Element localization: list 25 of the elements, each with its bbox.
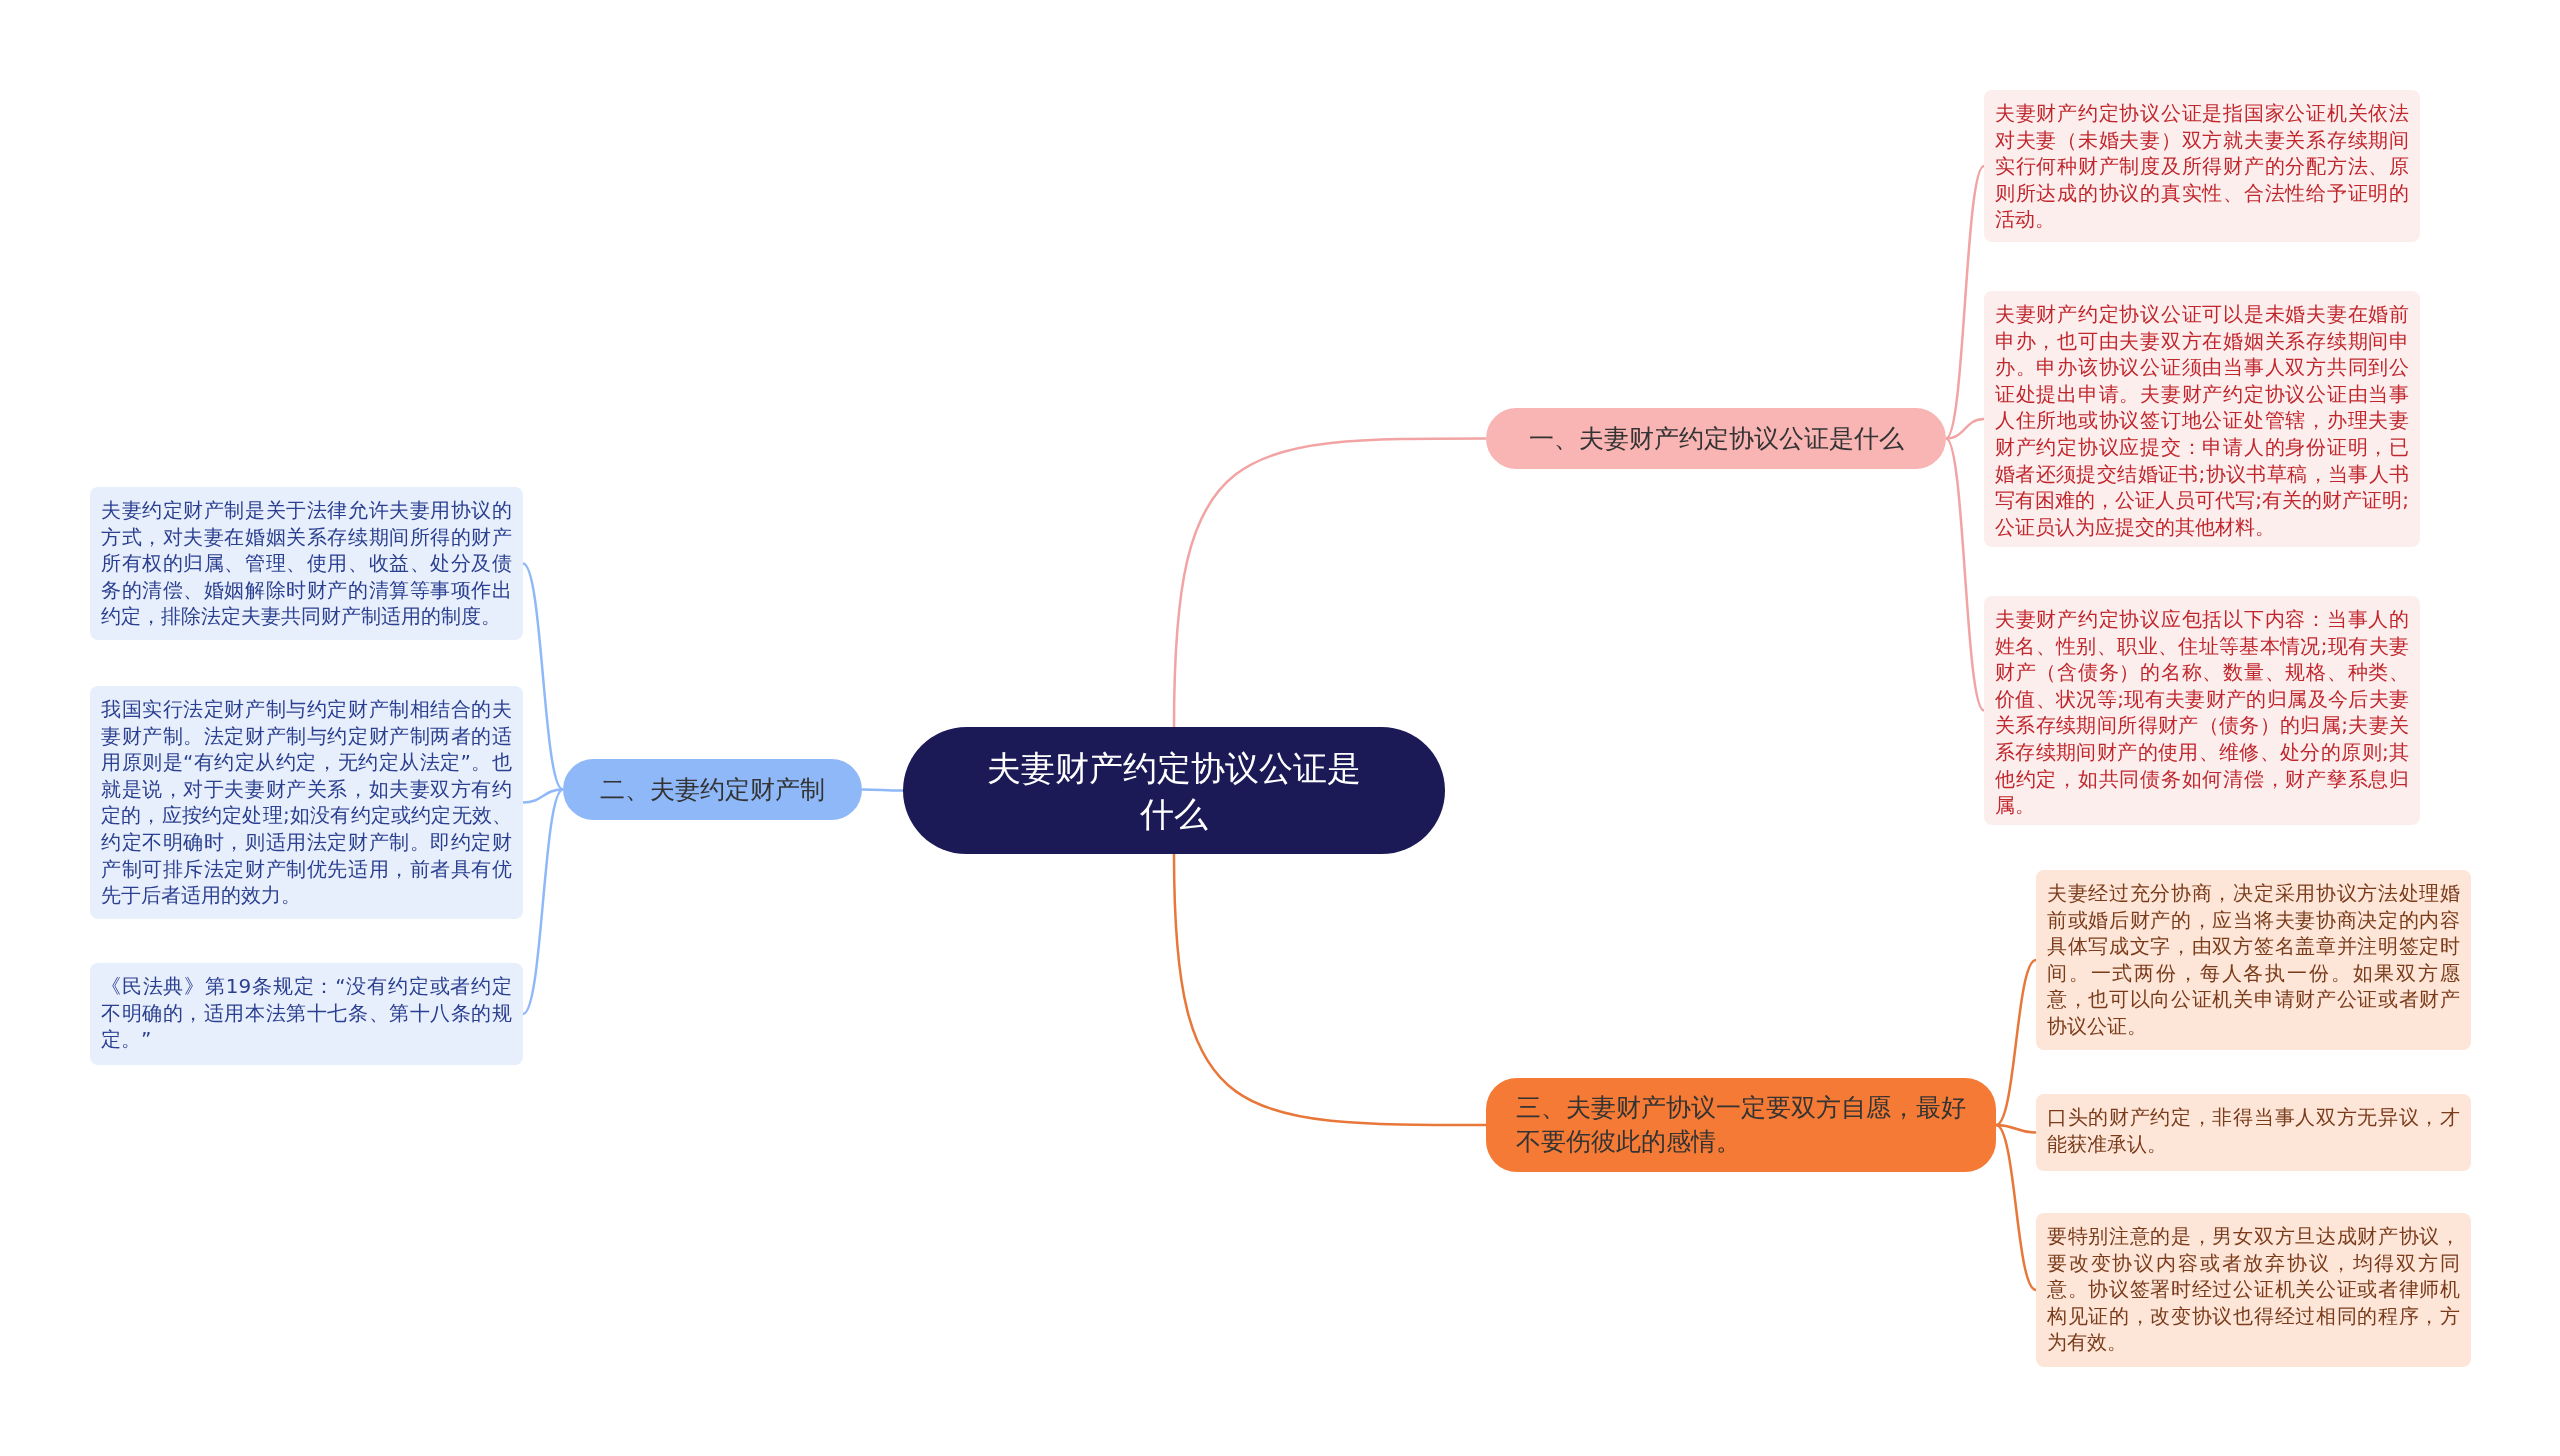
- connector-line: [522, 788, 564, 1015]
- connector-line: [522, 562, 564, 791]
- text-card: 夫妻经过充分协商，决定采用协议方法处理婚前或婚后财产的，应当将夫妻协商决定的内容具体写成文字，由双方签名盖章并注明签定时间。一式两份，每人各执一份。如果双方愿意，也可以向公证机关申请财产公证或者财产协议公证。: [2036, 870, 2471, 1050]
- text-card: 夫妻财产约定协议应包括以下内容：当事人的姓名、性别、职业、住址等基本情况;现有夫妻财产（含债务）的名称、数量、规格、种类、价值、状况等;现有夫妻财产的归属及今后夫妻关系存续期间所得财产（债务）的归属;夫妻关系存续期间财产的使用、维修、处分的原则;其他约定，如共同债务如何清偿，财产孳系息归属。: [1984, 596, 2420, 825]
- branch-topic: 一、夫妻财产约定协议公证是什么: [1486, 408, 1946, 469]
- text-card: 我国实行法定财产制与约定财产制相结合的夫妻财产制。法定财产制与约定财产制两者的适用原则是“有约定从约定，无约定从法定”。也就是说，对于夫妻财产关系，如夫妻双方有约定的，应按约定处理;如没有约定或约定无效、约定不明确时，则适用法定财产制。即约定财产制可排斥法定财产制优先适用，前者具有优先于后者适用的效力。: [90, 686, 523, 919]
- connector-line: [1995, 958, 2037, 1127]
- connector-line: [1945, 437, 1985, 712]
- connector-line: [522, 788, 564, 804]
- connector-line: [862, 788, 903, 792]
- branch-topic: 二、夫妻约定财产制: [563, 759, 862, 820]
- connector-line: [1172, 853, 1486, 1127]
- connector-line: [1945, 165, 1985, 440]
- connector-line: [1995, 1123, 2037, 1134]
- text-card: 夫妻约定财产制是关于法律允许夫妻用协议的方式，对夫妻在婚姻关系存续期间所得的财产所有权的归属、管理、使用、收益、处分及债务的清偿、婚姻解除时财产的清算等事项作出约定，排除法定夫妻共同财产制适用的制度。: [90, 487, 523, 640]
- connector-line: [1172, 437, 1486, 728]
- connector-line: [1995, 1123, 2037, 1292]
- text-card: 口头的财产约定，非得当事人双方无异议，才能获准承认。: [2036, 1094, 2471, 1171]
- text-card: 要特别注意的是，男女双方旦达成财产协议，要改变协议内容或者放弃协议，均得双方同意。协议签署时经过公证机关公证或者律师机构见证的，改变协议也得经过相同的程序，方为有效。: [2036, 1213, 2471, 1367]
- text-card: 夫妻财产约定协议公证是指国家公证机关依法对夫妻（未婚夫妻）双方就夫妻关系存续期间实行何种财产制度及所得财产的分配方法、原则所达成的协议的真实性、合法性给予证明的活动。: [1984, 90, 2420, 242]
- connector-line: [1945, 417, 1985, 440]
- text-card: 《民法典》第19条规定：“没有约定或者约定不明确的，适用本法第十七条、第十八条的规定。”: [90, 963, 523, 1065]
- branch-topic: 三、夫妻财产协议一定要双方自愿，最好不要伤彼此的感情。: [1486, 1078, 1996, 1172]
- central-topic: 夫妻财产约定协议公证是什么: [903, 727, 1445, 854]
- text-card: 夫妻财产约定协议公证可以是未婚夫妻在婚前申办，也可由夫妻双方在婚姻关系存续期间申办。申办该协议公证须由当事人双方共同到公证处提出申请。夫妻财产约定协议公证由当事人住所地或协议签订地公证处管辖，办理夫妻财产约定协议应提交：申请人的身份证明，已婚者还须提交结婚证书;协议书草稿，当事人书写有困难的，公证人员可代写;有关的财产证明;公证员认为应提交的其他材料。: [1984, 291, 2420, 547]
